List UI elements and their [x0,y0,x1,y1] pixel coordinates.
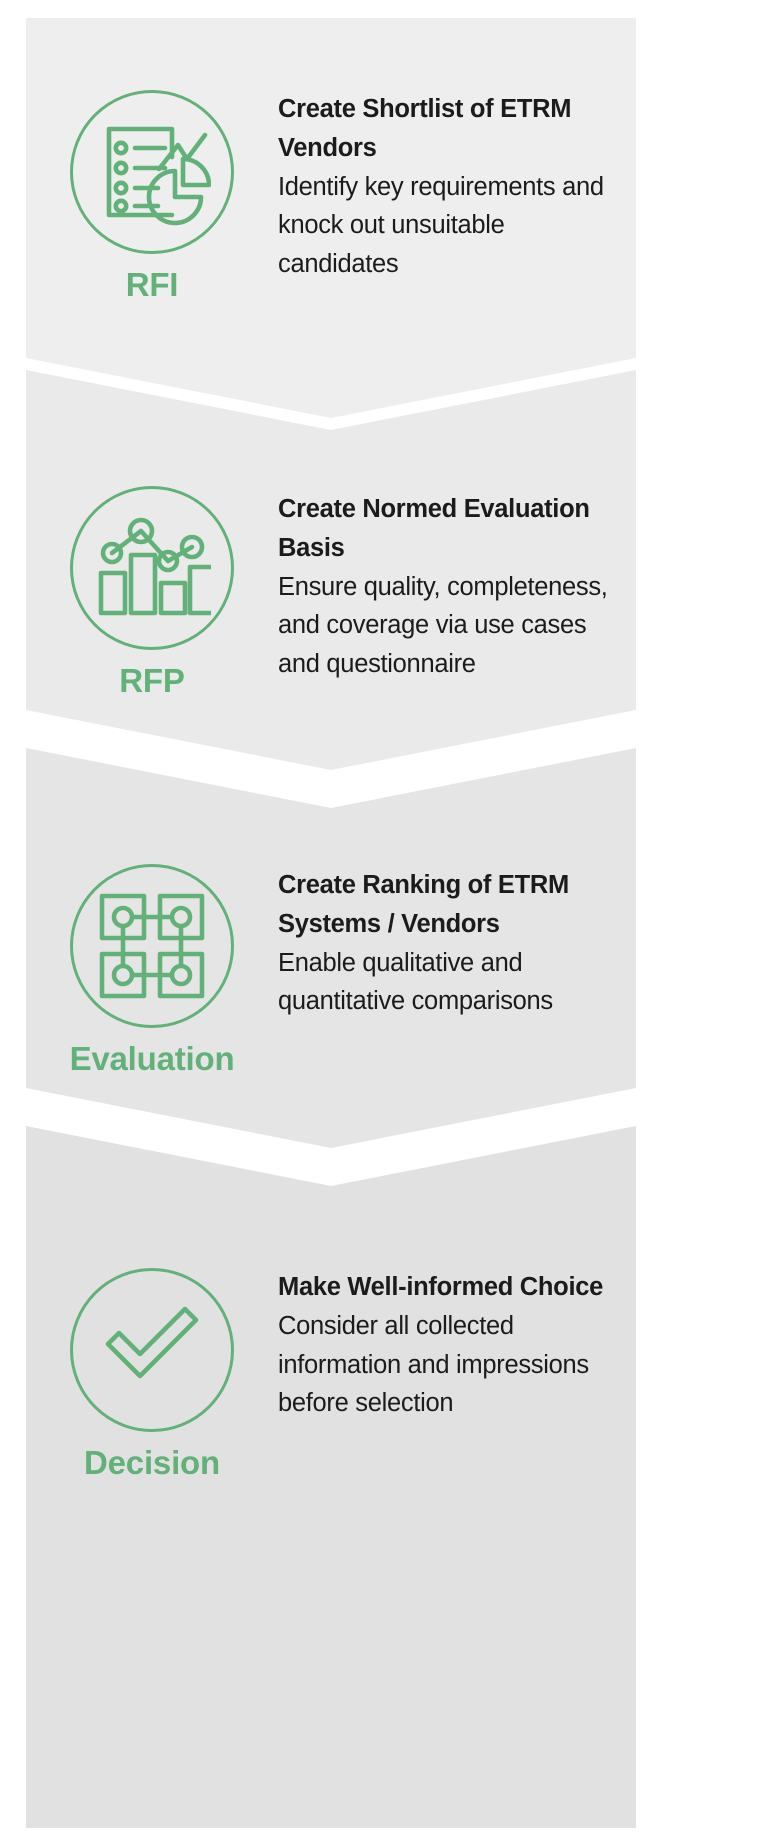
stage-description: Identify key requirements and knock out … [278,172,604,279]
stage-description: Ensure quality, completeness, and covera… [278,572,608,679]
stage-label-evaluation: Evaluation [69,1040,235,1077]
stage-background-shape [26,748,636,1148]
stage-title: Create Ranking of ETRM Systems / Vendors [278,871,569,938]
stage-text-column: Create Shortlist of ETRM Vendors Identif… [278,90,636,284]
bar-chart-line-icon [70,486,234,650]
funnel-stage-evaluation: Evaluation Create Ranking of ETRM System… [26,748,636,1148]
stage-title: Make Well-informed Choice [278,1273,604,1301]
checklist-chart-icon [70,90,234,254]
stage-text-column: Make Well-informed Choice Consider all c… [278,1254,636,1423]
matrix-network-icon [70,864,234,1028]
funnel-stage-decision: Decision Make Well-informed Choice Consi… [26,1126,636,1828]
stage-title: Create Normed Evaluation Basis [278,495,590,562]
stage-title: Create Shortlist of ETRM Vendors [278,95,572,162]
funnel-stage-rfp: RFP Create Normed Evaluation Basis Ensur… [26,370,636,770]
stage-label-rfi: RFI [125,266,179,303]
stage-text-column: Create Normed Evaluation Basis Ensure qu… [278,480,636,684]
funnel-stage-rfi: RFI Create Shortlist of ETRM Vendors Ide… [26,18,636,418]
stage-description: Consider all collected information and i… [278,1311,589,1418]
stage-background-shape [26,370,636,770]
stage-icon-column: RFP [26,480,278,699]
checkmark-circle-icon [70,1268,234,1432]
stage-text-column: Create Ranking of ETRM Systems / Vendors… [278,856,636,1021]
stage-label-decision: Decision [84,1444,220,1481]
stage-icon-column: Decision [26,1254,278,1481]
stage-icon-column: RFI [26,90,278,303]
stage-label-rfp: RFP [119,662,185,699]
stage-description: Enable qualitative and quantitative comp… [278,948,553,1016]
stage-icon-column: Evaluation [26,856,278,1077]
